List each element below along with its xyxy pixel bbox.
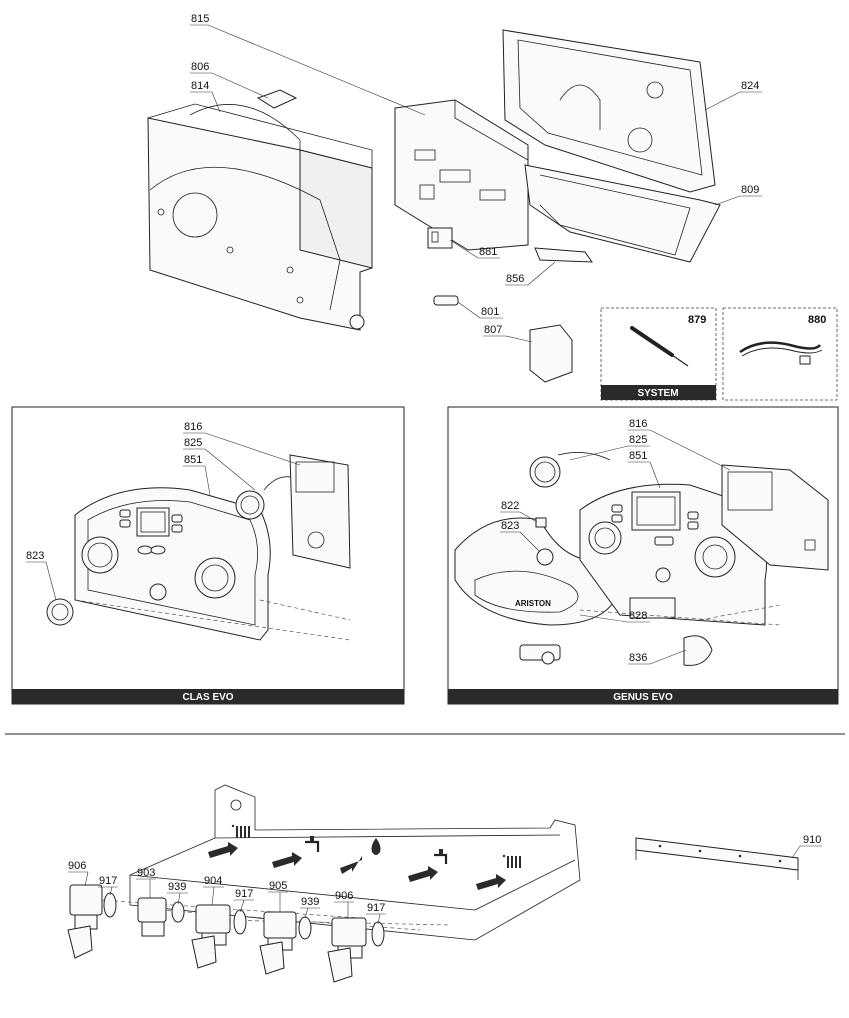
label-917-left: 917 xyxy=(99,875,117,887)
label-906-right: 906 xyxy=(335,890,353,902)
genus-evo-title: GENUS EVO xyxy=(613,692,673,703)
gas-flame-icon xyxy=(371,838,381,855)
label-809: 809 xyxy=(741,184,759,196)
label-880: 880 xyxy=(808,314,826,326)
cover-part-824 xyxy=(502,29,716,193)
module-part-807 xyxy=(529,324,573,383)
label-824: 824 xyxy=(741,80,759,92)
label-823-genus: 823 xyxy=(501,520,519,532)
valve-part-903 xyxy=(137,897,185,937)
rail-part-910 xyxy=(635,837,799,880)
label-851-genus: 851 xyxy=(629,450,647,462)
control-pcb-part xyxy=(394,99,529,251)
cable-kit-box: 880 xyxy=(722,307,838,401)
label-856: 856 xyxy=(506,273,524,285)
label-904: 904 xyxy=(204,875,222,887)
clas-evo-panel: CLAS EVO 816 825 xyxy=(11,406,405,705)
leader-lines-bottom xyxy=(68,845,822,925)
label-910: 910 xyxy=(803,834,821,846)
bracket-part-806 xyxy=(256,89,298,109)
label-939-right: 939 xyxy=(301,896,319,908)
boiler-housing-part xyxy=(147,103,373,331)
system-kit-box: SYSTEM 879 xyxy=(600,307,717,401)
label-801: 801 xyxy=(481,306,499,318)
valve-part-906-left xyxy=(67,884,117,959)
label-815: 815 xyxy=(191,13,209,25)
label-836: 836 xyxy=(629,652,647,664)
label-807: 807 xyxy=(484,324,502,336)
label-814: 814 xyxy=(191,80,209,92)
genus-evo-panel: GENUS EVO ARISTON xyxy=(447,406,839,705)
label-905: 905 xyxy=(269,880,287,892)
label-917-mid: 917 xyxy=(235,888,253,900)
label-939-left: 939 xyxy=(168,881,186,893)
radiator-return-icon xyxy=(502,854,521,868)
system-title: SYSTEM xyxy=(637,388,678,399)
cable-part-880 xyxy=(739,341,823,365)
label-816-genus: 816 xyxy=(629,418,647,430)
label-822: 822 xyxy=(501,500,519,512)
label-879: 879 xyxy=(688,314,706,326)
label-823-clas: 823 xyxy=(26,550,44,562)
label-825-genus: 825 xyxy=(629,434,647,446)
valve-part-904 xyxy=(191,904,247,969)
grip-part-856 xyxy=(534,247,593,263)
radiator-heating-icon xyxy=(231,824,250,838)
valve-part-906-right xyxy=(327,917,385,983)
label-903: 903 xyxy=(137,867,155,879)
connector-part-881 xyxy=(427,227,453,249)
hot-water-tap-icon xyxy=(305,836,320,852)
leader-lines-top xyxy=(190,24,762,343)
label-816-clas: 816 xyxy=(184,421,202,433)
label-917-right: 917 xyxy=(367,902,385,914)
label-828: 828 xyxy=(629,610,647,622)
tool-part-879 xyxy=(630,326,689,367)
clas-evo-title: CLAS EVO xyxy=(182,692,233,703)
ariston-logo-text: ARISTON xyxy=(515,599,551,608)
flow-arrows xyxy=(208,842,506,890)
mounting-frame-part xyxy=(129,784,581,941)
tray-part-809 xyxy=(524,164,721,263)
label-806: 806 xyxy=(191,61,209,73)
valve-part-905 xyxy=(259,911,312,975)
label-906-left: 906 xyxy=(68,860,86,872)
label-825-clas: 825 xyxy=(184,437,202,449)
label-851-clas: 851 xyxy=(184,454,202,466)
fuse-part-801 xyxy=(433,295,459,306)
cold-water-tap-icon xyxy=(434,849,448,864)
label-881: 881 xyxy=(479,246,497,258)
